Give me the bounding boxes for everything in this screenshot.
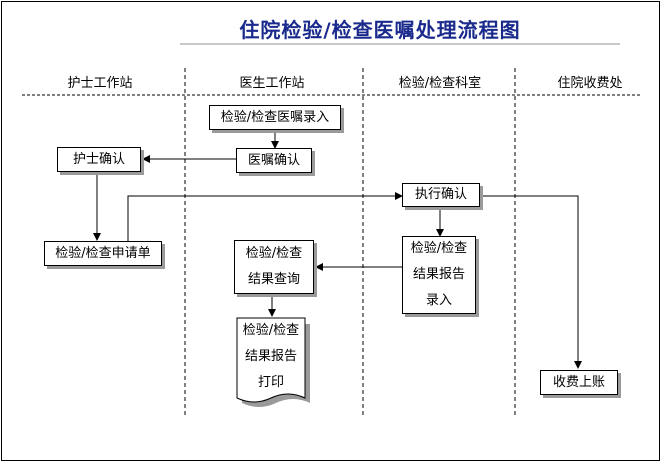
node-order-confirm-label: 医嘱确认 xyxy=(247,152,300,168)
node-application-form-label: 检验/检查申请单 xyxy=(55,245,151,261)
node-report-print: 检验/检查 结果报告 打印 xyxy=(237,318,305,396)
node-report-entry: 检验/检查 结果报告 录入 xyxy=(402,236,476,314)
lane-header-doctor: 医生工作站 xyxy=(239,76,305,91)
node-result-query: 检验/检查 结果查询 xyxy=(234,240,314,294)
node-charge-posting: 收费上账 xyxy=(540,370,618,395)
node-report-print-line3: 打印 xyxy=(257,375,284,390)
node-nurse-confirm-label: 护士确认 xyxy=(72,151,125,167)
node-execute-confirm: 执行确认 xyxy=(402,183,480,207)
lane-header-nurse: 护士工作站 xyxy=(67,76,133,91)
node-result-query-line2: 结果查询 xyxy=(247,272,300,287)
node-execute-confirm-label: 执行确认 xyxy=(414,187,467,202)
node-order-entry-label: 检验/检查医嘱录入 xyxy=(220,109,330,125)
node-result-query-line1: 检验/检查 xyxy=(245,246,303,261)
node-application-form: 检验/检查申请单 xyxy=(44,241,162,266)
node-report-print-line1: 检验/检查 xyxy=(242,323,300,338)
node-nurse-confirm: 护士确认 xyxy=(57,147,141,172)
lane-header-lab: 检验/检查科室 xyxy=(398,76,482,91)
node-report-print-line2: 结果报告 xyxy=(244,349,297,364)
report-print-shape xyxy=(236,317,306,403)
node-report-entry-line2: 结果报告 xyxy=(412,267,465,282)
arrow-execute-to-charge xyxy=(482,195,582,369)
node-report-entry-line3: 录入 xyxy=(425,293,452,308)
lane-header-billing: 住院收费处 xyxy=(557,76,623,91)
arrow-form-to-execute xyxy=(127,192,403,241)
node-report-entry-line1: 检验/检查 xyxy=(410,241,468,256)
node-order-confirm: 医嘱确认 xyxy=(236,148,312,173)
node-order-entry: 检验/检查医嘱录入 xyxy=(209,105,341,130)
diagram-title: 住院检验/检查医嘱处理流程图 xyxy=(239,18,521,42)
title-underline xyxy=(180,43,620,45)
node-charge-posting-label: 收费上账 xyxy=(552,374,605,390)
